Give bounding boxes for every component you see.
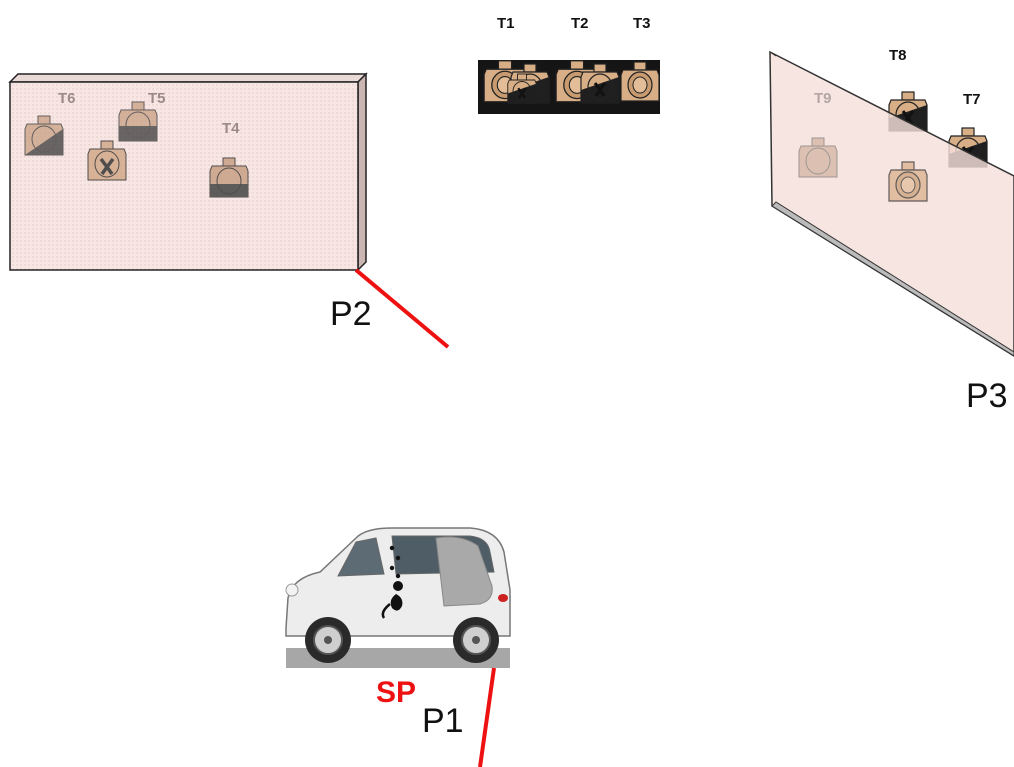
label-t7: T7 bbox=[963, 91, 981, 108]
label-t4: T4 bbox=[222, 120, 240, 137]
label-p3: P3 bbox=[966, 377, 1008, 415]
target-t5 bbox=[118, 101, 158, 142]
label-t2: T2 bbox=[571, 15, 589, 32]
label-p2: P2 bbox=[330, 295, 372, 333]
fault-line-p2 bbox=[354, 268, 450, 349]
car-image bbox=[282, 527, 511, 668]
label-start-position: SP bbox=[376, 676, 416, 709]
target-t6 bbox=[24, 115, 64, 156]
fault-line-p1 bbox=[478, 667, 496, 767]
label-t3: T3 bbox=[633, 15, 651, 32]
right-wall bbox=[769, 50, 1014, 357]
label-p1: P1 bbox=[422, 702, 464, 740]
label-t6: T6 bbox=[58, 90, 76, 107]
label-t8: T8 bbox=[889, 47, 907, 64]
target-cluster-top bbox=[478, 60, 660, 114]
label-t5: T5 bbox=[148, 90, 166, 107]
target-t5-front bbox=[87, 140, 127, 181]
left-wall bbox=[8, 72, 368, 272]
label-t9: T9 bbox=[814, 90, 832, 107]
label-t1: T1 bbox=[497, 15, 515, 32]
target-t4 bbox=[209, 157, 249, 198]
